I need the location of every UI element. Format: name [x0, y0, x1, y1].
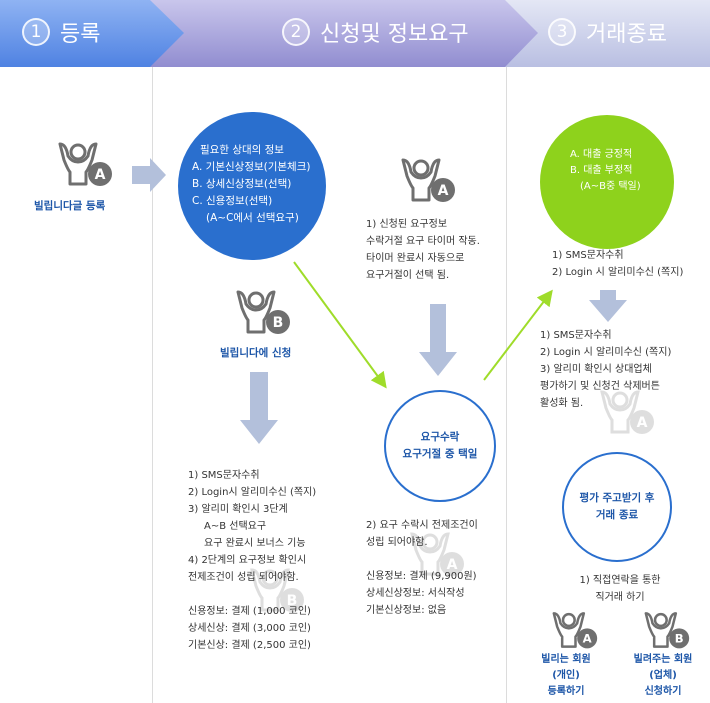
end-person-a-icon: A	[542, 610, 604, 658]
process-header: 1 등록 2 신청및 정보요구 3 거래종료	[0, 0, 710, 67]
step-3: 3 거래종료	[548, 16, 667, 48]
loan-result-a: A. 대출 긍정적	[570, 149, 633, 160]
timer-line-4: 요구거절이 선택 됨.	[366, 270, 450, 281]
end-a-line-3: 등록하기	[547, 686, 585, 697]
arrow-down-2	[419, 304, 457, 376]
step1-band	[0, 0, 184, 67]
arrow-right-1	[132, 158, 166, 192]
step2-line-4: A~B 선택요구	[204, 521, 267, 532]
accept-line-4: 신용정보: 결제 (9,900원)	[366, 571, 477, 582]
step-2-label: 신청및 정보요구	[320, 22, 469, 47]
step2-line-7: 전제조건이 성립 되어야함.	[188, 572, 299, 583]
person-a-watermark-icon-2: A	[594, 388, 656, 436]
eval-line-1: 1) SMS문자수취	[540, 330, 612, 341]
end-a-label[interactable]: 빌리는 회원 (개인) 등록하기	[530, 652, 602, 700]
required-info-b: B. 상세신상정보(선택)	[192, 178, 292, 190]
timer-line-2: 수락거절 요구 타이머 작동.	[366, 236, 480, 247]
person-b-label: 빌립니다에 신청	[220, 347, 292, 359]
eval-line-4: 평가하기 및 신청건 삭제버튼	[540, 381, 660, 392]
eval-line-3: 3) 알리미 확인시 상대업체	[540, 364, 652, 375]
accept-line-1: 2) 요구 수락시 전제조건이	[366, 520, 478, 531]
step2-band	[150, 0, 538, 67]
required-info-c: C. 신용정보(선택)	[192, 195, 273, 207]
step-1-label: 등록	[60, 22, 101, 47]
end-b-line-3: 신청하기	[644, 686, 682, 697]
timer-line-3: 타이머 완료시 자동으로	[366, 253, 465, 264]
eval-line-2: 2) Login 시 알리미수신 (쪽지)	[540, 347, 672, 358]
accept-line-3	[366, 551, 478, 568]
required-info-circle: 필요한 상대의 정보 A. 기본신상정보(기본체크) B. 상세신상정보(선택)…	[178, 112, 326, 260]
required-info-title: 필요한 상대의 정보	[200, 144, 284, 156]
step2-line-11: 기본신상: 결제 (2,500 코인)	[188, 640, 311, 651]
step2-line-5: 요구 완료시 보너스 기능	[204, 538, 306, 549]
svg-text:A: A	[583, 632, 592, 646]
person-b-watermark-icon: B	[244, 566, 306, 614]
end-b-label[interactable]: 빌려주는 회원 (업체) 신청하기	[620, 652, 706, 700]
svg-text:A: A	[637, 415, 648, 431]
loan-result-circle: A. 대출 긍정적 B. 대출 부정적 (A~B중 택일)	[540, 115, 674, 249]
direct-line-1: 1) 직접연락을 통한	[579, 575, 661, 586]
accept-reject-line-1: 요구수락	[420, 431, 460, 443]
step2-line-1: 1) SMS문자수취	[188, 470, 260, 481]
loan-result-b: B. 대출 부정적	[570, 165, 633, 176]
svg-text:A: A	[438, 183, 449, 199]
accept-reject-circle: 요구수락 요구거절 중 택일	[384, 390, 496, 502]
end-person-b-icon: B	[634, 610, 696, 658]
step-2: 2 신청및 정보요구	[282, 16, 469, 48]
column-divider-1	[152, 67, 153, 703]
person-a-label: 빌립니다글 등록	[34, 200, 106, 212]
step-1: 1 등록	[22, 16, 100, 48]
evaluation-circle: 평가 주고받기 후 거래 종료	[562, 452, 672, 562]
step3-eval-text: 1) SMS문자수취 2) Login 시 알리미수신 (쪽지) 3) 알리미 …	[540, 327, 671, 412]
step2-line-10: 상세신상: 결제 (3,000 코인)	[188, 623, 311, 634]
notice-line-2: 2) Login 시 알리미수신 (쪽지)	[552, 267, 684, 278]
step2-line-8	[188, 586, 316, 603]
evaluation-line-1: 평가 주고받기 후	[579, 492, 655, 504]
loan-result-note: (A~B중 택일)	[580, 181, 641, 192]
evaluation-line-2: 거래 종료	[595, 509, 639, 521]
step2-line-3: 3) 알리미 확인시 3단계	[188, 504, 288, 515]
end-b-line-1: 빌려주는 회원	[633, 654, 693, 665]
timer-line-1: 1) 신청된 요구정보	[366, 219, 448, 230]
svg-text:B: B	[287, 593, 298, 609]
end-b-line-2: (업체)	[649, 670, 677, 681]
end-a-line-1: 빌리는 회원	[541, 654, 591, 665]
step-2-number: 2	[282, 18, 310, 46]
step2-line-6: 4) 2단계의 요구정보 확인시	[188, 555, 307, 566]
accept-line-6: 기본신상정보: 없음	[366, 605, 447, 616]
step-1-number: 1	[22, 18, 50, 46]
arrow-down-1	[240, 372, 278, 444]
accept-reject-line-2: 요구거절 중 택일	[402, 448, 478, 460]
svg-text:B: B	[273, 315, 284, 331]
step2-accept-text: 2) 요구 수락시 전제조건이 성립 되어야함. 신용정보: 결제 (9,900…	[366, 517, 478, 619]
eval-line-5: 활성화 됨.	[540, 398, 584, 409]
step3-notice-text: 1) SMS문자수취 2) Login 시 알리미수신 (쪽지)	[552, 247, 683, 281]
direct-deal-text: 1) 직접연락을 통한 직거래 하기	[560, 572, 680, 606]
accept-line-2: 성립 되어야함.	[366, 537, 428, 548]
person-a2-icon: A	[395, 156, 457, 204]
required-info-a: A. 기본신상정보(기본체크)	[192, 161, 311, 173]
end-a-line-2: (개인)	[552, 670, 580, 681]
arrow-green-2	[483, 289, 553, 381]
header-chevrons	[0, 0, 710, 67]
person-a-watermark-icon: A	[404, 530, 466, 578]
column-divider-2	[506, 67, 507, 703]
step-3-number: 3	[548, 18, 576, 46]
direct-line-2: 직거래 하기	[595, 592, 645, 603]
notice-line-1: 1) SMS문자수취	[552, 250, 624, 261]
step2-line-9: 신용정보: 결제 (1,000 코인)	[188, 606, 311, 617]
required-info-note: (A~C에서 선택요구)	[206, 212, 299, 224]
svg-text:A: A	[447, 557, 458, 573]
accept-line-5: 상세신상정보: 서식작성	[366, 588, 465, 599]
step3-band	[480, 0, 710, 67]
step2-conditions-text: 1) SMS문자수취 2) Login시 알리미수신 (쪽지) 3) 알리미 확…	[188, 467, 316, 654]
arrow-down-3	[589, 290, 627, 322]
person-b-icon: B	[230, 288, 292, 336]
svg-text:A: A	[95, 167, 106, 183]
step-3-label: 거래종료	[586, 22, 667, 47]
step2-timer-text: 1) 신청된 요구정보 수락거절 요구 타이머 작동. 타이머 완료시 자동으로…	[366, 216, 480, 284]
svg-text:B: B	[675, 632, 684, 646]
person-a-icon: A	[52, 140, 114, 188]
step2-line-2: 2) Login시 알리미수신 (쪽지)	[188, 487, 317, 498]
